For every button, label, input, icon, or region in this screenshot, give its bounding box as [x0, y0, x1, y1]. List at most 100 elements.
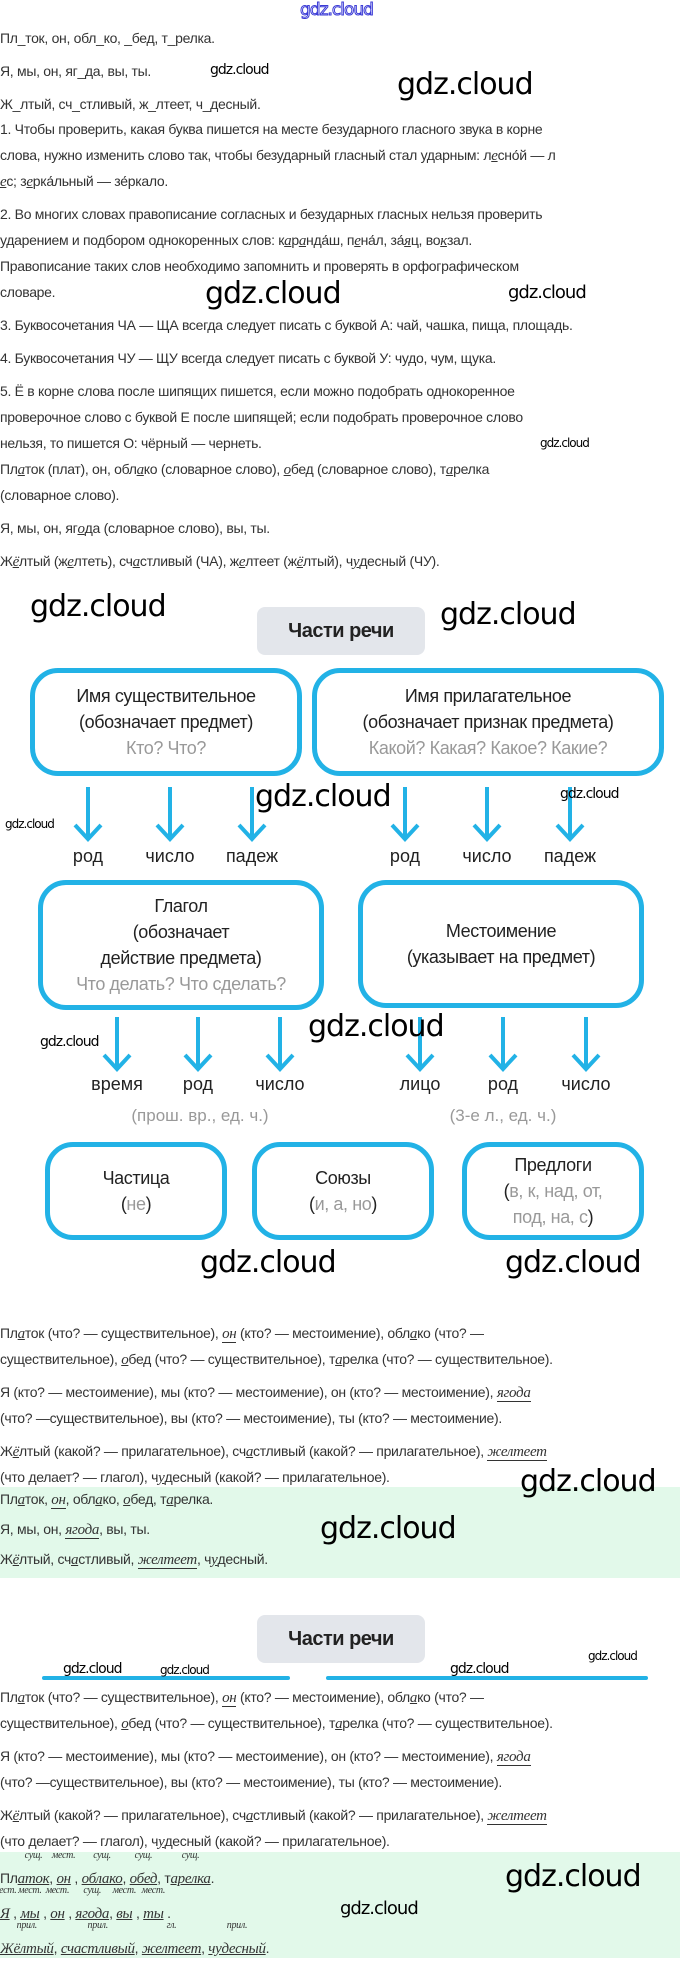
watermark: gdz.cloud [588, 1649, 638, 1663]
highlighted-letter: к [440, 233, 447, 249]
text-segment: нда́ш, п [306, 232, 355, 248]
feature-label: лицо [399, 1074, 441, 1094]
text-segment: лтеть), сч [73, 553, 133, 569]
diagram-title-2: Части речи [257, 1615, 425, 1663]
word: он [50, 1906, 65, 1922]
analysis: Платок (что? — существительное), он (кто… [0, 1320, 680, 1497]
paragraph: Я (кто? — местоимение), мы (кто? — место… [0, 1379, 680, 1431]
paragraph: Я, мы, он, ягода (словарное слово), вы, … [0, 515, 680, 541]
text-segment: Я (кто? — местоимение), мы (кто? — место… [0, 1384, 497, 1400]
watermark: gdz.cloud [200, 1245, 337, 1280]
text-segment: Пл_ток, он, обл_ко, _бед, т_релка. [0, 30, 215, 46]
text-segment: нельзя, то пишется О: чёрный — чернеть. [0, 435, 262, 451]
text-segment: проверочное слово с буквой Е после шипящ… [0, 409, 523, 425]
text-segment: Пл [0, 1689, 18, 1705]
adjective-box: Имя прилагательное (обозначает признак п… [312, 668, 664, 776]
feature-label: число [561, 1074, 611, 1094]
text-segment: Я, мы, он, яг_да, вы, ты. [0, 63, 152, 79]
text-segment: Я, мы, он, [0, 1521, 66, 1537]
text-segment: Ж [0, 1807, 13, 1823]
text-segment: десный (ЧУ). [359, 553, 440, 569]
arrow-down-icon [237, 787, 267, 842]
highlighted-letter: е [67, 554, 74, 570]
highlighted-letter: о [77, 521, 85, 537]
text-segment: , обл [65, 1491, 96, 1507]
adjective-title: Имя прилагательное [404, 686, 572, 706]
text-line: 1. Чтобы проверить, какая буква пишется … [0, 116, 680, 142]
text-segment: , [201, 1940, 209, 1956]
feature-label: число [255, 1074, 305, 1094]
text-segment: , вы, ты. [99, 1521, 150, 1537]
watermark: gdz.cloud [205, 276, 342, 311]
text-segment: (кто? — местоимение), обл [236, 1689, 410, 1705]
watermark: gdz.cloud [63, 1661, 122, 1677]
text-segment: , [39, 1905, 51, 1921]
text-segment: Я (кто? — местоимение), мы (кто? — место… [0, 1748, 497, 1764]
noun-question: Кто? Что? [125, 738, 206, 758]
annotated-word: сущ.ягода [75, 1886, 109, 1931]
watermark: gdz.cloud [255, 779, 392, 814]
underlined-word: желтеет [137, 1552, 197, 1569]
text-segment: стливый (какой? — прилагательное), [253, 1807, 488, 1823]
text-segment: стливый (ЧА), ж [139, 553, 239, 569]
text-segment: Пл [0, 1325, 18, 1341]
word: Жёлтый [0, 1941, 54, 1957]
text-segment: релка (что? — существительное). [342, 1715, 553, 1731]
highlighted-letter: о [123, 1492, 131, 1508]
particle-example: не [126, 1194, 146, 1214]
highlighted-letter: у [158, 1470, 165, 1486]
underlined-word: ягода [496, 1749, 531, 1766]
verb-question: Что делать? Что сделать? [76, 974, 286, 994]
paren: ) [587, 1207, 594, 1227]
text-line: Жёлтый (какой? — прилагательное), счастл… [0, 1438, 680, 1464]
word: желтеет [141, 1941, 202, 1957]
annotated-word: прил.чудесный [208, 1921, 266, 1966]
text-segment: существительное), [0, 1351, 122, 1367]
part-of-speech-label: мест. [45, 1885, 70, 1896]
text-segment: ко (что? — [417, 1689, 484, 1705]
conjunction-title: Союзы [315, 1168, 371, 1188]
text-segment: Я, мы, он, яг [0, 520, 78, 536]
arrow-down-icon [472, 787, 502, 842]
paren: ( [503, 1181, 510, 1201]
text-segment: (что? —существительное), вы (кто? — мест… [0, 1410, 502, 1426]
highlighted-letter: о [283, 462, 292, 478]
paren: ) [145, 1194, 152, 1214]
text-segment: , [109, 1905, 117, 1921]
underlined-word: он [222, 1326, 237, 1343]
part-of-speech-label: мест. [18, 1885, 42, 1896]
text-line: Жёлтый (желтеть), счастливый (ЧА), желте… [0, 548, 680, 574]
text-segment: ударением и подбором однокоренных слов: … [0, 232, 285, 248]
watermark: gdz.cloud [520, 1464, 657, 1499]
conjunction-example: и, а, но [314, 1194, 372, 1214]
part-of-speech-label: сущ. [83, 1885, 102, 1896]
text-segment: лтый (какой? — прилагательное), сч [19, 1443, 246, 1459]
annotated-word: сущ.облако [82, 1851, 123, 1896]
watermark: gdz.cloud [308, 1009, 445, 1044]
text-line: прил.Жёлтый, прил.счастливый, гл.желтеет… [0, 1921, 680, 1966]
underlined-word: он [51, 1492, 66, 1509]
annotated-word: сущ.аток [18, 1851, 50, 1896]
feature-label: число [145, 846, 195, 866]
arrow-down-icon [183, 1017, 213, 1072]
part-of-speech-label: сущ. [181, 1850, 200, 1861]
text-line: Я (кто? — местоимение), мы (кто? — место… [0, 1743, 680, 1769]
diagram-title: Части речи [257, 607, 425, 655]
annotated-word: мест. он [46, 1886, 70, 1931]
highlighted-letter: а [70, 1552, 79, 1568]
text-segment: на́л, за́ [360, 232, 405, 248]
pronoun-desc: (указывает на предмет) [406, 947, 596, 967]
text-segment: бед (что? — существительное), т [128, 1351, 336, 1367]
watermark: gdz.cloud [508, 282, 587, 303]
text-segment: зал. [446, 232, 473, 248]
text-line: Я (кто? — местоимение), мы (кто? — место… [0, 1379, 680, 1405]
watermark: gdz.cloud [210, 62, 269, 78]
answer-highlight [0, 1487, 680, 1578]
particle-title: Частица [102, 1168, 170, 1188]
text-segment: существительное), [0, 1715, 122, 1731]
text-segment: стливый, [78, 1551, 138, 1567]
verb-desc: (обозначает [132, 922, 230, 942]
highlighted-letter: ё [12, 1552, 20, 1568]
highlighted-letter: а [17, 462, 26, 478]
highlighted-letter: а [166, 1492, 174, 1508]
